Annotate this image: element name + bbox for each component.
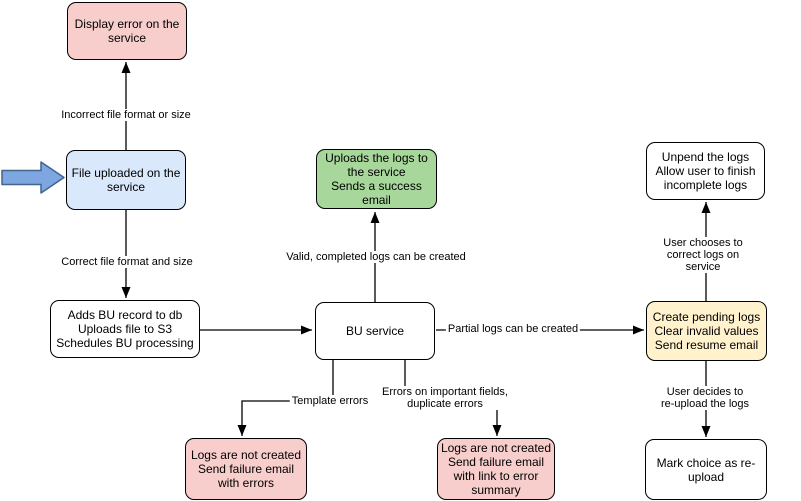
edge-bu-service-to-logs-errors (237, 360, 334, 436)
node-label: Display error on the service (74, 17, 180, 45)
right-arrow-icon (1, 161, 65, 194)
edge-label-important-fields: Errors on important fields, duplicate er… (380, 386, 510, 410)
node-unpend-logs: Unpend the logs Allow user to finish inc… (646, 142, 765, 200)
edge-label-user-corrects: User chooses to correct logs on service (654, 237, 752, 273)
node-label: Uploads the logs to the service Sends a … (325, 151, 428, 207)
node-label: Logs are not created Send failure email … (440, 441, 552, 497)
node-mark-choice-reupload: Mark choice as re- upload (645, 439, 767, 500)
node-uploads-logs-success: Uploads the logs to the service Sends a … (316, 149, 437, 209)
node-file-uploaded: File uploaded on the service (66, 150, 186, 210)
node-label: Unpend the logs Allow user to finish inc… (655, 150, 756, 192)
edge-label-incorrect-format: Incorrect file format or size (59, 109, 193, 121)
edge-label-valid-logs: Valid, completed logs can be created (284, 251, 468, 263)
node-label: Create pending logs Clear invalid values… (652, 310, 761, 352)
edge-label-correct-format: Correct file format and size (59, 256, 195, 268)
node-bu-service: BU service (315, 302, 435, 360)
node-adds-bu-record: Adds BU record to db Uploads file to S3 … (50, 300, 200, 358)
node-label: File uploaded on the service (71, 166, 181, 194)
edge-label-user-reuploads: User decides to re-upload the logs (657, 386, 753, 410)
edge-label-partial-logs: Partial logs can be created (445, 323, 581, 335)
node-logs-not-created-summary: Logs are not created Send failure email … (437, 438, 555, 500)
node-label: Adds BU record to db Uploads file to S3 … (56, 308, 194, 350)
node-label: Mark choice as re- upload (656, 455, 756, 484)
node-display-error: Display error on the service (67, 2, 187, 60)
node-label: BU service (345, 324, 404, 338)
node-label: Logs are not created Send failure email … (190, 448, 302, 490)
node-create-pending-logs: Create pending logs Clear invalid values… (646, 301, 767, 361)
node-logs-not-created-errors: Logs are not created Send failure email … (185, 438, 307, 500)
edge-label-template-errors: Template errors (289, 395, 371, 407)
